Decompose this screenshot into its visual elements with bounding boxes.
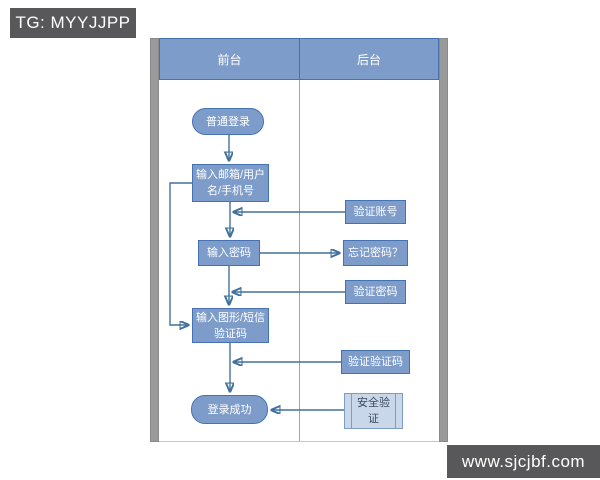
node-security-verify-line1: 安全验 (357, 397, 390, 409)
node-login-success-terminator: 登录成功 (191, 395, 268, 424)
node-verify-account: 验证账号 (345, 200, 406, 224)
lane-header-back: 后台 (299, 38, 439, 80)
lane-divider (299, 80, 300, 441)
pool-side-bar-right (439, 38, 448, 442)
watermark-top-left-text: TG: MYYJJPP (15, 13, 131, 32)
node-start-label: 普通登录 (206, 115, 250, 128)
predefined-left-bar (351, 394, 352, 428)
node-verify-account-label: 验证账号 (353, 206, 398, 218)
node-input-account: 输入邮箱/用户 名/手机号 (192, 164, 269, 202)
lane-header-back-label: 后台 (356, 52, 381, 67)
node-start-terminator: 普通登录 (192, 108, 264, 135)
node-input-account-line2: 名/手机号 (206, 185, 255, 197)
node-verify-captcha-label: 验证验证码 (348, 356, 403, 368)
predefined-right-bar (395, 394, 396, 428)
node-input-captcha-line1: 输入图形/短信 (195, 311, 266, 324)
node-login-success-label: 登录成功 (207, 403, 252, 416)
node-input-captcha-line2: 验证码 (214, 327, 247, 340)
node-security-verify-predefined: 安全验 证 (344, 393, 403, 429)
node-forgot-password: 忘记密码？ (343, 240, 408, 266)
lane-header-front: 前台 (159, 38, 300, 80)
node-input-account-line1: 输入邮箱/用户 (195, 169, 266, 181)
node-input-captcha: 输入图形/短信 验证码 (192, 308, 269, 343)
lane-header-front-label: 前台 (217, 52, 242, 67)
watermark-bottom-right-text: www.sjcjbf.com (461, 451, 586, 471)
node-input-password: 输入密码 (198, 240, 260, 266)
watermark-bottom-right: www.sjcjbf.com (447, 445, 600, 478)
node-verify-captcha: 验证验证码 (341, 350, 410, 374)
node-input-password-label: 输入密码 (207, 247, 251, 259)
node-forgot-password-label: 忘记密码？ (348, 247, 403, 259)
node-security-verify-line2: 证 (368, 413, 379, 425)
pool-side-bar-left (150, 38, 159, 442)
node-verify-password-label: 验证密码 (353, 286, 398, 298)
node-verify-password: 验证密码 (345, 280, 406, 304)
watermark-top-left: TG: MYYJJPP (10, 8, 136, 38)
